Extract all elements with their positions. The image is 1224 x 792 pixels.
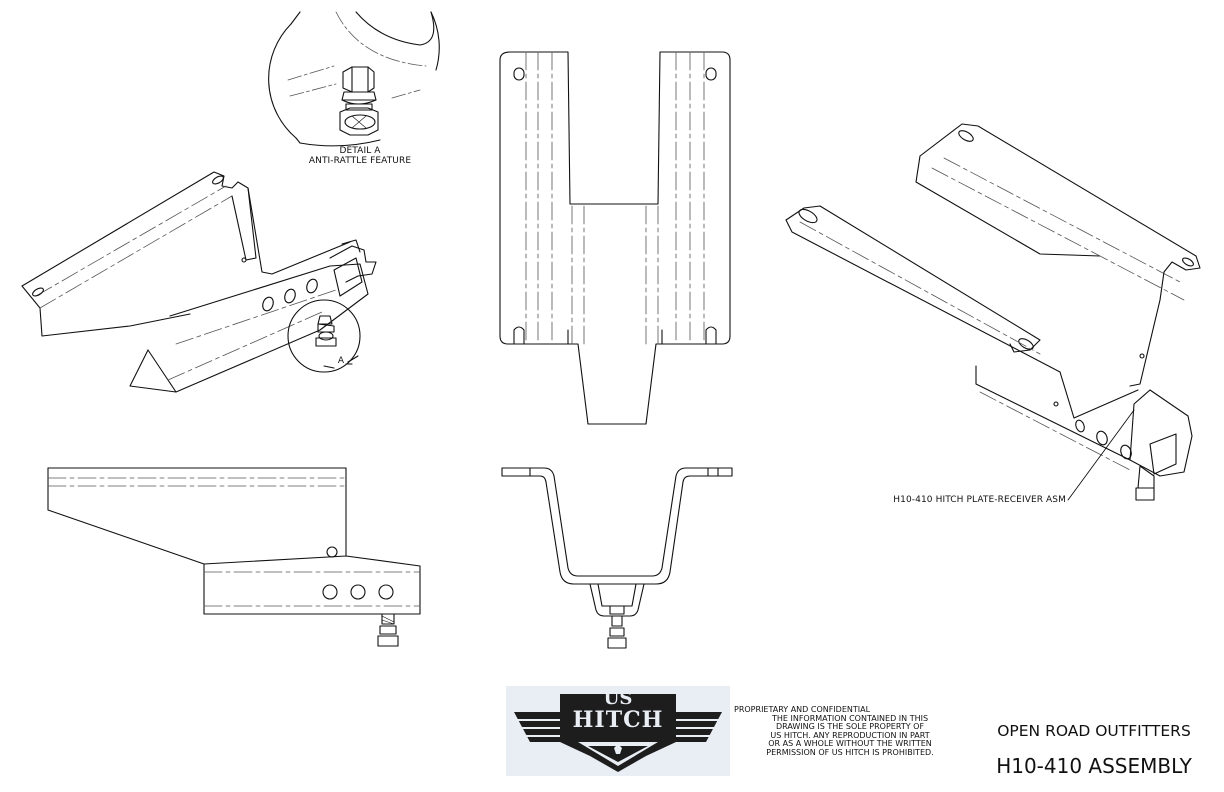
legal-line: THE INFORMATION CONTAINED IN THIS <box>771 713 929 723</box>
end-view <box>501 467 733 649</box>
detail-a-title: DETAIL A ANTI-RATTLE FEATURE <box>309 146 411 166</box>
side-view <box>47 467 421 647</box>
us-hitch-logo <box>506 686 730 776</box>
detail-a-line1: DETAIL A <box>339 146 381 156</box>
customer-name: OPEN ROAD OUTFITTERS <box>997 722 1191 740</box>
logo-text: US HITCH <box>560 688 676 733</box>
drawing-title: H10-410 ASSEMBLY <box>996 754 1192 778</box>
legal-line: US HITCH. ANY REPRODUCTION IN PART <box>770 730 930 740</box>
legal-line: PROPRIETARY AND CONFIDENTIAL <box>734 705 871 714</box>
logo-text-us: US <box>603 688 633 709</box>
top-view <box>499 51 731 425</box>
detail-callout-letter: A <box>337 356 345 366</box>
assembly-label: H10-410 HITCH PLATE-RECEIVER ASM <box>893 495 1066 505</box>
legal-line: OR AS A WHOLE WITHOUT THE WRITTEN <box>768 739 932 749</box>
isometric-view-left <box>21 171 377 393</box>
legal-line: PERMISSION OF US HITCH IS PROHIBITED. <box>766 747 934 757</box>
legal-line: DRAWING IS THE SOLE PROPERTY OF <box>775 722 925 732</box>
isometric-view-right <box>785 123 1201 501</box>
confidentiality-notice: PROPRIETARY AND CONFIDENTIAL THE INFORMA… <box>734 705 966 758</box>
detail-a-view <box>268 11 440 147</box>
logo-text-hitch: HITCH <box>572 707 664 733</box>
detail-a-line2: ANTI-RATTLE FEATURE <box>308 156 412 166</box>
